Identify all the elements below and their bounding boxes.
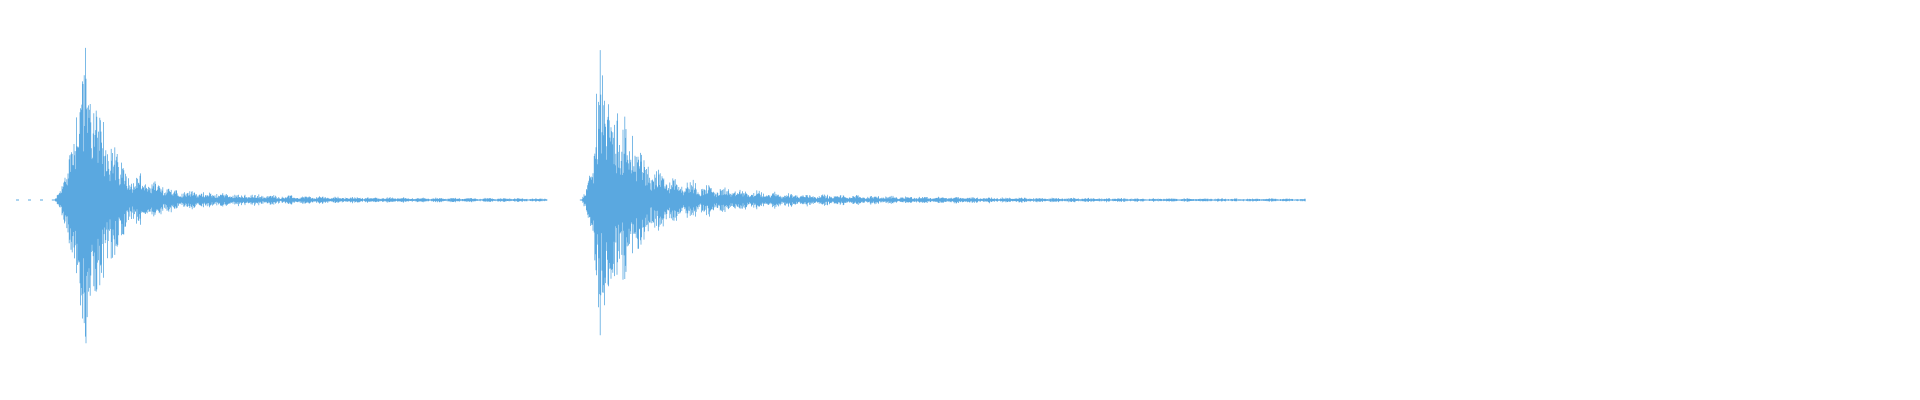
waveform-hit-2	[580, 50, 1306, 336]
waveform-samples	[52, 47, 548, 344]
waveform-samples	[580, 50, 1306, 336]
waveform-hit-1	[52, 47, 548, 344]
